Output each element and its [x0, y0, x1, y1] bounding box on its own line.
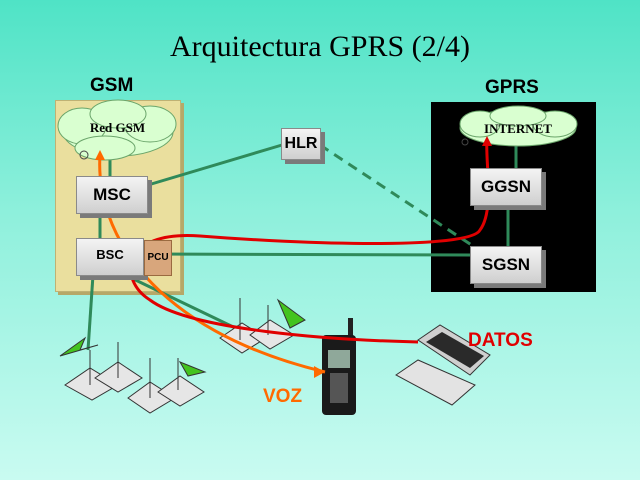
- internet-cloud: [459, 105, 578, 147]
- bsc-sgsn-link: [147, 252, 473, 257]
- bsc-bts-left-link: [86, 274, 95, 351]
- gprs-section-label: GPRS: [485, 77, 539, 98]
- voz-label: VOZ: [263, 386, 303, 407]
- cloud-bullet-icon: [79, 150, 89, 160]
- page-title: Arquitectura GPRS (2/4): [170, 30, 470, 63]
- sgsn-node: SGSN: [470, 246, 542, 284]
- laptop-icon: [395, 324, 491, 406]
- internet-label: INTERNET: [484, 121, 552, 136]
- base-station-group-left: [59, 336, 207, 414]
- msc-node: MSC: [76, 176, 148, 214]
- base-station-group-right: [219, 298, 306, 354]
- pcu-node: PCU: [144, 240, 172, 276]
- mobile-phone-icon: [322, 318, 356, 415]
- msc-hlr-link: [147, 143, 283, 187]
- bsc-node: BSC: [76, 238, 144, 276]
- datos-path: [129, 139, 490, 344]
- ggsn-node: GGSN: [470, 168, 542, 206]
- datos-label: DATOS: [468, 330, 533, 351]
- cloud-bullet-icon: [461, 138, 469, 146]
- red-gsm-label: Red GSM: [89, 120, 146, 135]
- hlr-sgsn-link: [319, 143, 477, 250]
- hlr-node: HLR: [281, 128, 321, 160]
- red-gsm-cloud: [57, 99, 177, 161]
- gsm-section-label: GSM: [90, 75, 134, 96]
